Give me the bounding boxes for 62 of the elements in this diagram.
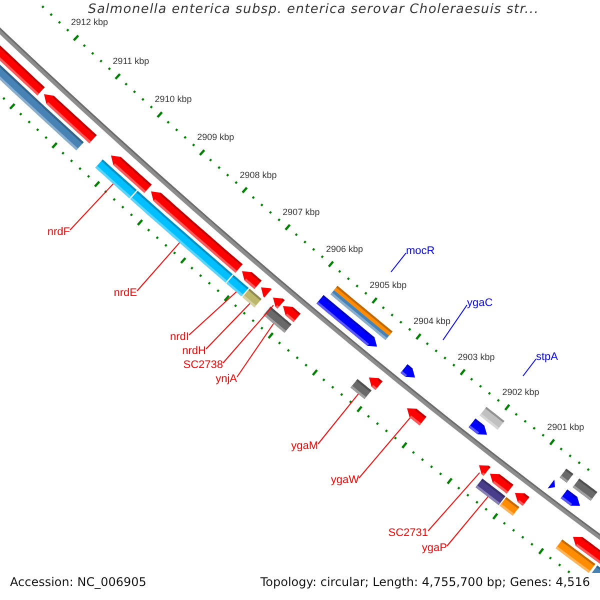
gene-block [573, 536, 600, 564]
leader-line [522, 358, 536, 376]
gene-block [468, 418, 487, 435]
tick-label: 2911 kbp [112, 56, 150, 67]
leader-line [428, 472, 480, 532]
gene-bar [480, 406, 504, 430]
tick-label: 2908 kbp [240, 170, 277, 181]
tick-label: 2905 kbp [370, 280, 407, 292]
gene-label: stpA [536, 350, 558, 364]
tick-label: 2907 kbp [282, 206, 320, 218]
gene-label: mocR [406, 244, 435, 258]
leader-line [70, 183, 114, 230]
leader-line [446, 496, 488, 546]
gene-bar [560, 468, 574, 483]
map-title: Salmonella enterica subsp. enterica serovar Choleraesuis str... [88, 2, 540, 18]
gene-block [273, 298, 285, 308]
gene-bar [500, 497, 520, 516]
gene-block [283, 306, 300, 322]
gene-label: nrdE [114, 286, 137, 300]
leader-line [188, 291, 237, 336]
leader-line [442, 304, 468, 340]
tick-label: 2901 kbp [547, 422, 584, 433]
gene-block [479, 465, 490, 476]
tick-label: 2906 kbp [326, 244, 363, 255]
gene-label: SC2738 [183, 358, 223, 372]
gene-label: ygaW [330, 474, 359, 486]
leader-line [222, 304, 274, 364]
gene-block [560, 490, 580, 506]
tick-label: 2910 kbp [154, 94, 192, 106]
gene-label: ygaP [422, 542, 447, 554]
leader-line [390, 252, 406, 272]
tick-label: 2912 kbp [71, 17, 108, 28]
leader-line [236, 323, 274, 378]
gene-block [400, 364, 415, 378]
gene-bar [350, 379, 372, 399]
gene-block [407, 408, 426, 426]
gene-label: ynjA [216, 372, 237, 386]
leader-line [206, 303, 250, 350]
gene-bar [572, 478, 598, 501]
gene-label: nrdI [170, 330, 189, 344]
tick-label: 2904 kbp [413, 316, 451, 328]
gene-block [515, 493, 530, 506]
leader-line [358, 417, 411, 478]
gene-label: SC2731 [388, 526, 428, 540]
footer-text: Accession: NC_006905 [10, 575, 146, 589]
footer-text: Topology: circular; Length: 4,755,700 bp; Genes: 4,516 [260, 575, 590, 589]
leader-line [136, 242, 180, 292]
gene-block [261, 287, 272, 298]
gene-label: ygaM [291, 440, 318, 452]
tick-label: 2902 kbp [502, 386, 540, 398]
gene-block [242, 271, 262, 289]
gene-label: nrdH [182, 344, 206, 358]
gene-block [548, 480, 555, 488]
leader-line [318, 393, 359, 444]
gene-bar [242, 288, 262, 308]
tick-label: 2903 kbp [458, 352, 495, 363]
gene-block [369, 378, 382, 390]
gene-label: ygaC [467, 296, 493, 310]
gene-block [490, 474, 514, 494]
gene-bar [592, 566, 600, 573]
tick-label: 2909 kbp [197, 132, 234, 144]
gene-label: nrdF [47, 226, 70, 238]
